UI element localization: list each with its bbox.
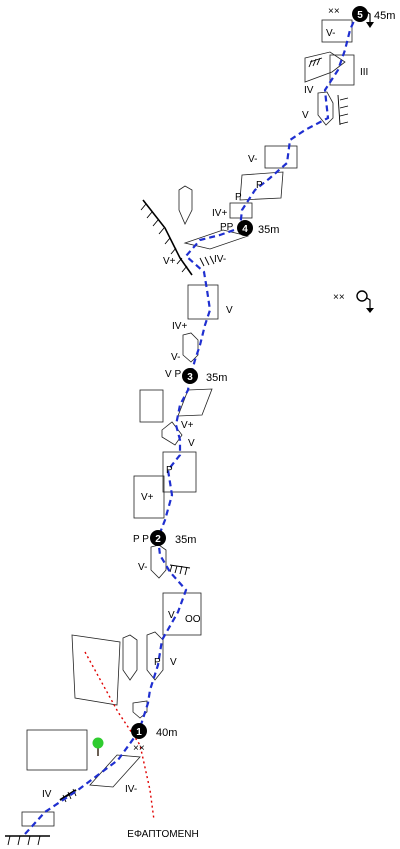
belay-station-4: 4 35m <box>237 220 279 236</box>
belay-station-5: 5 45m <box>352 6 395 22</box>
grade-label: IV- <box>125 784 137 795</box>
bolt-anchor-mark: ×× <box>133 743 145 754</box>
belay-length: 45m <box>374 10 395 22</box>
rock-slab <box>183 229 250 250</box>
rock-block <box>26 729 88 771</box>
rock-features <box>21 19 355 827</box>
rock-block <box>321 19 353 43</box>
grade-labels: IV IV- P V V OO V- P P V+ P V V+ V P V- … <box>42 28 368 800</box>
rock-block <box>239 171 284 201</box>
belay-station-1: 1 40m <box>131 723 177 739</box>
rock-block <box>139 389 164 423</box>
belay-number: 3 <box>187 372 193 383</box>
tangent-caption: ΕΦΑΠΤΟΜΕΝΗ <box>127 829 198 840</box>
grade-label: IV+ <box>212 208 227 219</box>
belay-station-2: 2 35m <box>150 530 196 546</box>
grade-label: IV <box>304 85 314 96</box>
rock-block <box>21 811 55 827</box>
grade-label: IV- <box>214 254 226 265</box>
rappel-arrow-icon <box>366 11 374 28</box>
rock-slab <box>89 754 141 788</box>
grade-label: V <box>170 657 177 668</box>
tangent-line <box>84 651 155 821</box>
rock-slab <box>177 388 213 417</box>
grade-label: V- <box>248 154 257 165</box>
grade-label: IV+ <box>172 321 187 332</box>
grade-label: V <box>226 305 233 316</box>
grade-label: V <box>302 110 309 121</box>
grade-label: V- <box>138 562 147 573</box>
belay-number: 2 <box>155 534 161 545</box>
belay-station-3: 3 35m <box>182 368 227 384</box>
rock-block <box>187 284 219 320</box>
rappel-ring-icon <box>356 290 374 313</box>
grade-label: P <box>256 180 263 191</box>
belay-length: 40m <box>156 727 177 739</box>
rock-block <box>71 634 121 706</box>
grade-label: PP <box>220 222 234 233</box>
belay-length: 35m <box>206 372 227 384</box>
grade-label: V P <box>165 369 181 380</box>
rock-flake <box>182 332 199 363</box>
rock-block <box>162 451 197 493</box>
belay-number: 1 <box>136 727 142 738</box>
grade-label: V+ <box>141 492 154 503</box>
belay-number: 5 <box>357 10 363 21</box>
rock-flake <box>122 634 138 681</box>
grade-label: III <box>360 67 368 78</box>
bolt-anchor-mark: ×× <box>328 6 340 17</box>
bolt-anchor-mark: ×× <box>333 292 345 303</box>
grade-label: V- <box>171 352 180 363</box>
grade-label: P <box>235 192 242 203</box>
tree-icon <box>92 737 104 756</box>
rock-block <box>329 54 355 86</box>
grade-label: IV <box>42 789 52 800</box>
rock-flake <box>161 421 183 446</box>
rock-block <box>162 592 202 636</box>
grade-label: V+ <box>163 256 176 267</box>
belay-length: 35m <box>175 534 196 546</box>
grade-label: V+ <box>181 420 194 431</box>
rock-flake <box>317 91 334 126</box>
rock-block <box>133 475 165 519</box>
grade-label: V- <box>326 28 335 39</box>
rock-block <box>304 51 346 83</box>
crest-line <box>140 199 215 276</box>
rock-flake <box>178 185 193 225</box>
grade-label: V <box>188 438 195 449</box>
rock-block <box>264 145 298 169</box>
ground-line <box>5 835 50 846</box>
belay-length: 35m <box>258 224 279 236</box>
overhang-marks <box>169 57 349 576</box>
belay-number: 4 <box>242 224 248 235</box>
grade-label: OO <box>185 614 201 625</box>
grade-label: P P <box>133 534 149 545</box>
grade-label: P <box>154 657 161 668</box>
grade-label: P <box>166 465 173 476</box>
rock-flake <box>146 631 164 681</box>
grade-label: V <box>168 610 175 621</box>
